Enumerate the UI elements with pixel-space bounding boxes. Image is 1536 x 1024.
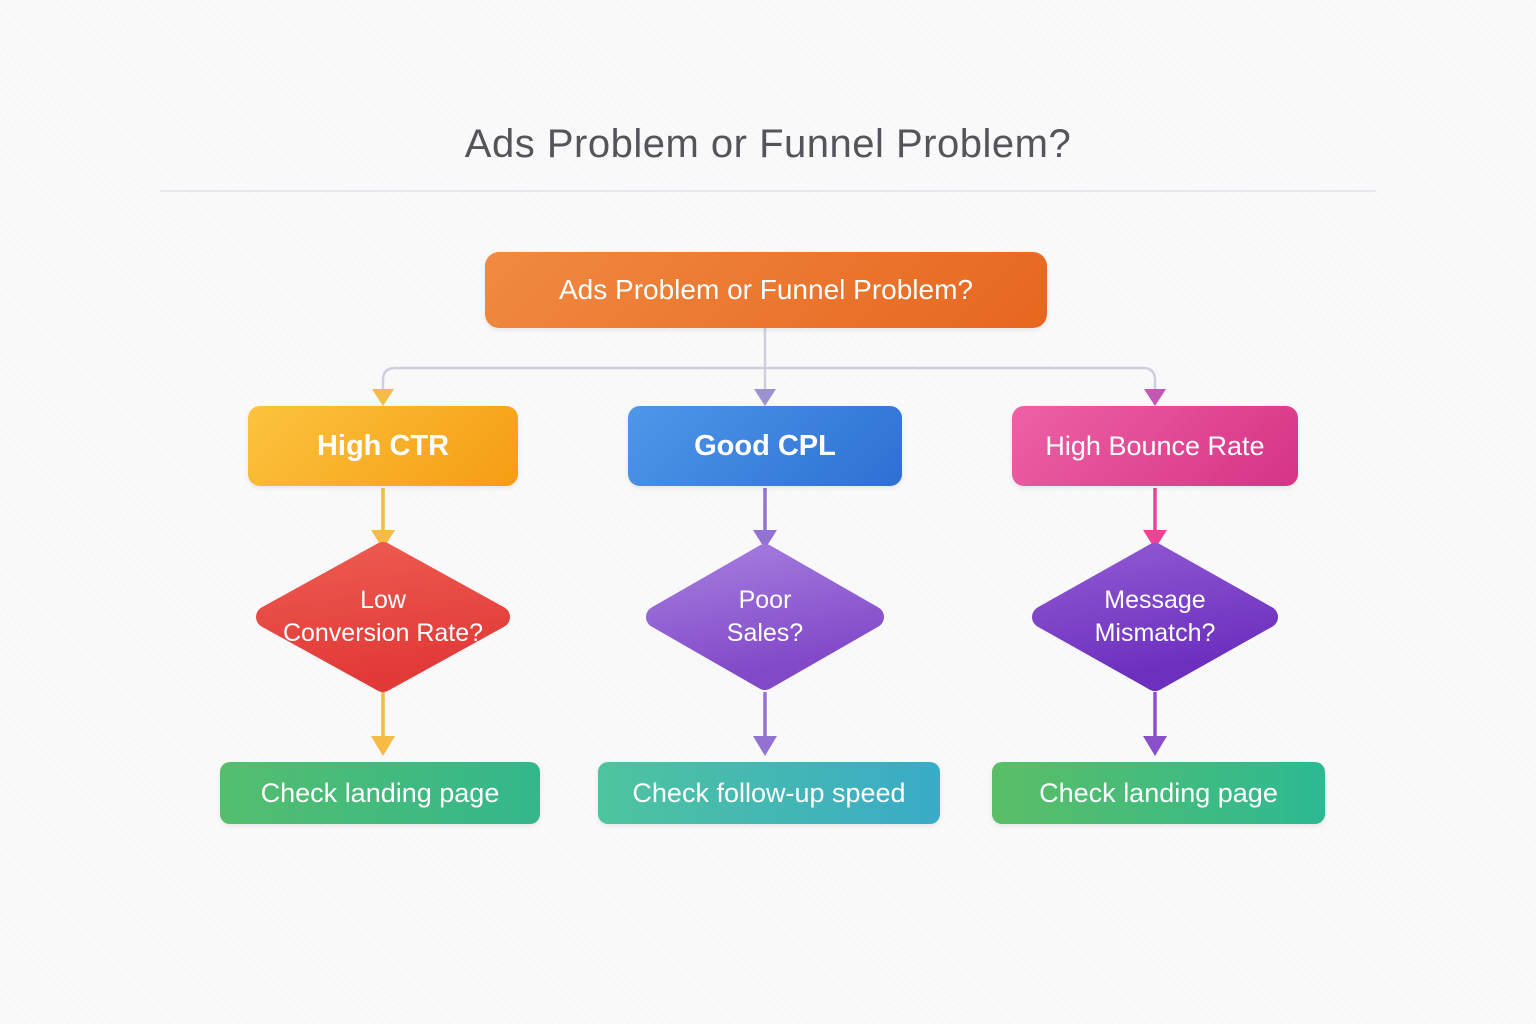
decision-diamond-low-conversion: Low Conversion Rate? <box>253 537 513 697</box>
action-node-check-followup-speed: Check follow-up speed <box>598 762 940 824</box>
decision-diamond-message-mismatch: Message Mismatch? <box>1025 537 1285 697</box>
condition-node-good-cpl-label: Good CPL <box>694 429 836 462</box>
decision-label-message-mismatch: Message Mismatch? <box>1025 537 1285 697</box>
condition-node-high-ctr-label: High CTR <box>316 429 450 462</box>
action-node-label: Check landing page <box>260 777 500 808</box>
arrowhead-to-high-ctr <box>372 389 394 406</box>
decision-label-line2: Sales? <box>726 619 804 647</box>
condition-node-high-bounce-rate: High Bounce Rate <box>1012 406 1298 486</box>
action-node-check-landing-page-left: Check landing page <box>220 762 540 824</box>
arrowhead-decision-to-check-followup <box>753 736 777 756</box>
root-node: Ads Problem or Funnel Problem? <box>485 252 1047 328</box>
condition-node-high-bounce-rate-label: High Bounce Rate <box>1045 430 1265 461</box>
decision-diamond-poor-sales: Poor Sales? <box>635 537 895 697</box>
action-node-check-landing-page-right: Check landing page <box>992 762 1325 824</box>
arrowhead-decision-to-check-landing-right <box>1143 736 1167 756</box>
arrowhead-to-good-cpl <box>754 389 776 406</box>
decision-label-line1: Message <box>1104 586 1206 614</box>
diamond-shape-purple <box>646 544 884 690</box>
condition-node-good-cpl: Good CPL <box>628 406 902 486</box>
decision-label-line1: Low <box>360 586 406 614</box>
decision-label-line2: Mismatch? <box>1094 619 1216 647</box>
page-title: Ads Problem or Funnel Problem? <box>464 122 1072 166</box>
decision-label-poor-sales: Poor Sales? <box>635 537 895 697</box>
title-divider <box>160 190 1376 192</box>
arrowhead-to-high-bounce <box>1144 389 1166 406</box>
arrowhead-decision-to-check-landing-left <box>371 736 395 756</box>
diamond-shape-red <box>256 542 510 692</box>
diamond-shape-deep-purple <box>1032 543 1278 691</box>
action-node-label: Check follow-up speed <box>632 777 906 808</box>
condition-node-high-ctr: High CTR <box>248 406 518 486</box>
decision-label-line2: Conversion Rate? <box>282 619 484 647</box>
connector-branch-rail <box>381 366 1157 392</box>
decision-label-low-conversion: Low Conversion Rate? <box>253 537 513 697</box>
root-node-label: Ads Problem or Funnel Problem? <box>559 274 973 305</box>
decision-label-line1: Poor <box>738 586 792 614</box>
action-node-label: Check landing page <box>1039 777 1278 808</box>
